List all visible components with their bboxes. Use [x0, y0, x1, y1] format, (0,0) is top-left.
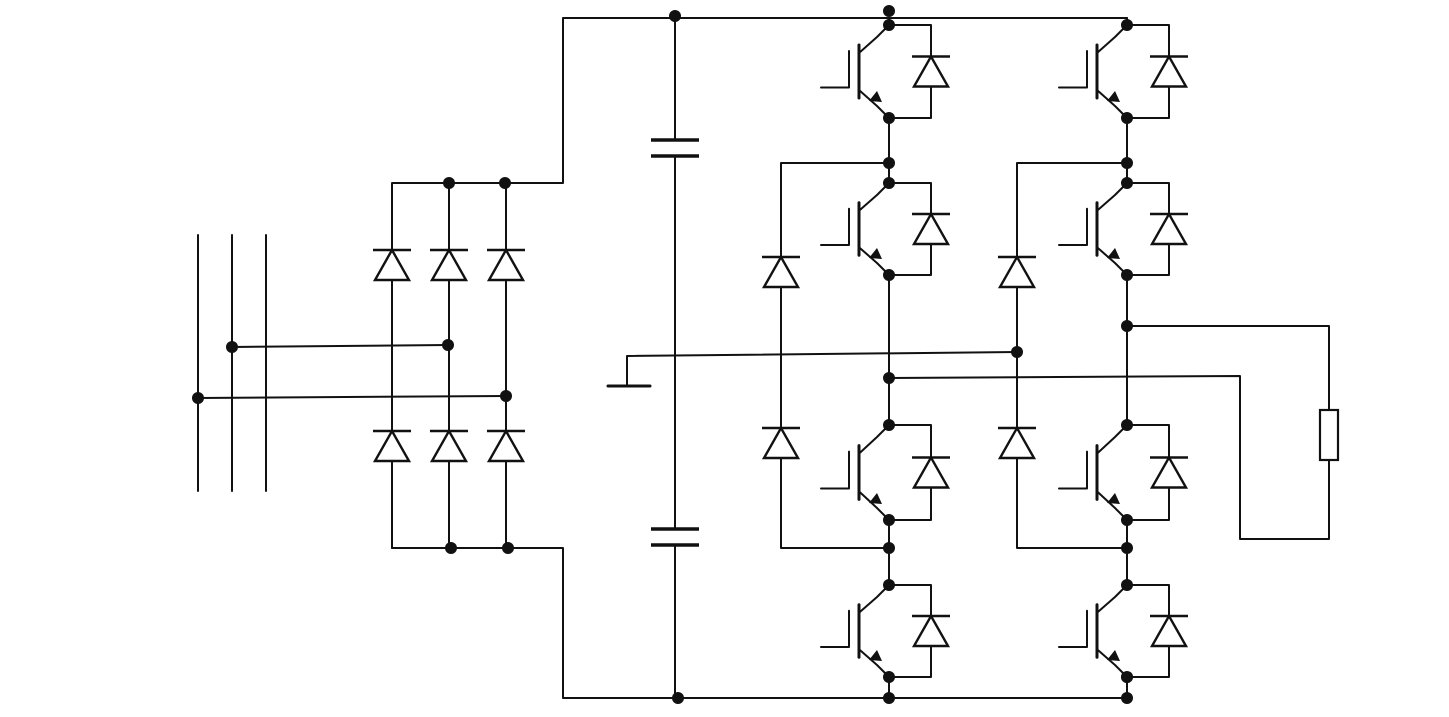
junction-dot: [502, 542, 514, 554]
input-tap-wire: [197, 395, 507, 399]
junction-dot: [883, 579, 895, 591]
junction-dot: [1121, 579, 1133, 591]
junction-dot: [883, 19, 895, 31]
junction-dot: [883, 157, 895, 169]
junction-dot: [1121, 692, 1133, 704]
input-tap-wire: [231, 344, 449, 348]
clamp-diode: [761, 254, 801, 289]
igbt-modules: [820, 19, 1189, 683]
phase-leg-b: [997, 17, 1133, 704]
junction-dot: [669, 10, 681, 22]
clamp-diode: [997, 425, 1037, 460]
junction-dot: [672, 692, 684, 704]
junction-dot: [499, 177, 511, 189]
rectifier-diode: [486, 247, 526, 282]
junction-dot: [445, 542, 457, 554]
rectifier-diode: [429, 428, 469, 463]
junction-dot: [1121, 419, 1133, 431]
junction-dot: [500, 390, 512, 402]
rectifier-diode: [486, 428, 526, 463]
igbt-module: [820, 177, 951, 281]
junction-dot: [1011, 346, 1023, 358]
three-phase-input: [192, 234, 507, 492]
junction-dot: [883, 112, 895, 124]
clamp-diode: [761, 425, 801, 460]
diode-rectifier-bridge: [372, 17, 1128, 699]
igbt-module: [1058, 419, 1189, 526]
rectifier-diode: [429, 247, 469, 282]
dc-link-capacitor: [651, 138, 699, 158]
junction-dot: [192, 392, 204, 404]
load-resistor: [1318, 408, 1340, 462]
junction-dot: [883, 514, 895, 526]
junction-dot: [883, 269, 895, 281]
load: [888, 325, 1340, 540]
junction-dot: [226, 341, 238, 353]
junction-dot: [1121, 177, 1133, 189]
igbt-module: [1058, 579, 1189, 683]
junction-dot: [442, 339, 454, 351]
dc-link-capacitor: [651, 527, 699, 547]
junction-dot: [1121, 542, 1133, 554]
junction-dot: [883, 671, 895, 683]
junction-dot: [1121, 157, 1133, 169]
junction-dot: [883, 5, 895, 17]
igbt-module: [1058, 177, 1189, 281]
igbt-module: [820, 579, 951, 683]
junction-dot: [1121, 112, 1133, 124]
junction-dot: [883, 542, 895, 554]
junction-dot: [443, 177, 455, 189]
junction-dot: [1121, 19, 1133, 31]
junction-dot: [883, 177, 895, 189]
junction-dot: [1121, 671, 1133, 683]
junction-dot: [883, 419, 895, 431]
igbt-module: [1058, 19, 1189, 124]
igbt-module: [820, 19, 951, 124]
junction-dot: [1121, 514, 1133, 526]
rectifier-diode: [372, 428, 412, 463]
neutral-bus: [626, 351, 1018, 387]
igbt-module: [820, 419, 951, 526]
rectifier-diode: [372, 247, 412, 282]
junction-dot: [1121, 269, 1133, 281]
dc-link: [606, 10, 1018, 704]
junction-dot: [883, 692, 895, 704]
clamp-diode: [997, 254, 1037, 289]
